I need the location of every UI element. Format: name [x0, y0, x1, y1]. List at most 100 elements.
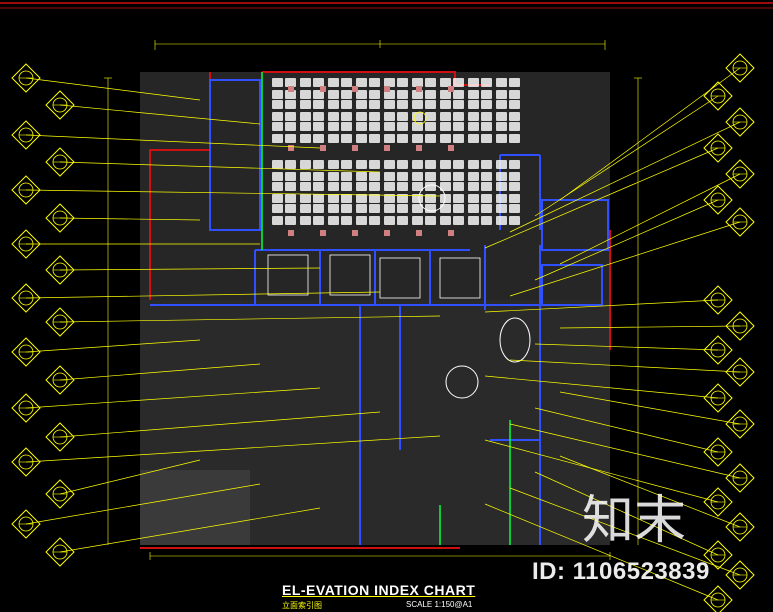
desk [425, 134, 436, 143]
desk [369, 194, 380, 203]
desk [313, 112, 324, 121]
leader-line [59, 315, 441, 323]
desk [453, 112, 464, 121]
leader-line [59, 507, 321, 553]
desk [440, 194, 451, 203]
desk [509, 194, 520, 203]
desk [481, 182, 492, 191]
elevation-index-symbol [45, 203, 75, 233]
column [288, 145, 294, 151]
elevation-index-symbol [11, 63, 41, 93]
desk [369, 112, 380, 121]
desk [313, 100, 324, 109]
desk [397, 160, 408, 169]
desk [328, 112, 339, 121]
leader-line [59, 411, 381, 438]
leader-line [25, 387, 321, 409]
desk [468, 78, 479, 87]
desk [509, 134, 520, 143]
dimension-sides [104, 77, 642, 545]
desk [328, 122, 339, 131]
desk [313, 78, 324, 87]
column [352, 145, 358, 151]
desk [509, 160, 520, 169]
desk [412, 182, 423, 191]
desk [509, 112, 520, 121]
desk [356, 100, 367, 109]
desk [481, 194, 492, 203]
desk [496, 204, 507, 213]
elevation-index-symbol [45, 90, 75, 120]
desk [313, 216, 324, 225]
desk [509, 182, 520, 191]
desk [328, 90, 339, 99]
desk [384, 122, 395, 131]
desk [328, 204, 339, 213]
desk [369, 160, 380, 169]
desk [272, 204, 283, 213]
desk [509, 90, 520, 99]
leader-line [484, 439, 719, 503]
desk [509, 100, 520, 109]
desk [285, 160, 296, 169]
desk [509, 172, 520, 181]
elevation-index-symbol [45, 147, 75, 177]
desk [481, 172, 492, 181]
desk [397, 204, 408, 213]
desk [440, 100, 451, 109]
desk [356, 194, 367, 203]
desk [272, 134, 283, 143]
leader-line [534, 343, 719, 351]
dimension-bottom [149, 552, 611, 560]
desk [425, 216, 436, 225]
desk [481, 134, 492, 143]
elevation-index-symbol [703, 81, 733, 111]
desk [453, 216, 464, 225]
desk [285, 112, 296, 121]
desk [481, 100, 492, 109]
desk [341, 100, 352, 109]
round-tables [418, 184, 531, 399]
desk [453, 204, 464, 213]
meeting-table [379, 257, 421, 299]
desk [356, 122, 367, 131]
desk [356, 134, 367, 143]
desk [468, 122, 479, 131]
elevation-index-symbol [703, 487, 733, 517]
column [384, 145, 390, 151]
desk [328, 160, 339, 169]
columns [288, 86, 454, 236]
desk [356, 90, 367, 99]
desk [453, 100, 464, 109]
desk [384, 204, 395, 213]
desk [440, 204, 451, 213]
desk [412, 160, 423, 169]
desk [313, 160, 324, 169]
desk [300, 134, 311, 143]
desk [481, 78, 492, 87]
desk [397, 172, 408, 181]
desk [453, 194, 464, 203]
desk [496, 122, 507, 131]
desk [313, 134, 324, 143]
column [384, 86, 390, 92]
column [448, 86, 454, 92]
desk [412, 78, 423, 87]
slab-lower-left [140, 470, 250, 545]
desk [412, 216, 423, 225]
leader-line [559, 455, 741, 528]
desk [412, 204, 423, 213]
leader-line [509, 423, 741, 479]
elevation-index-symbol [725, 107, 755, 137]
desk [496, 182, 507, 191]
leader-line [59, 104, 261, 125]
desk [356, 172, 367, 181]
elevation-index-symbol [703, 437, 733, 467]
desk [272, 90, 283, 99]
elevation-index-symbol [725, 560, 755, 590]
leader-line [559, 325, 741, 329]
elevation-index-symbol [11, 337, 41, 367]
desk [397, 90, 408, 99]
desk [496, 134, 507, 143]
